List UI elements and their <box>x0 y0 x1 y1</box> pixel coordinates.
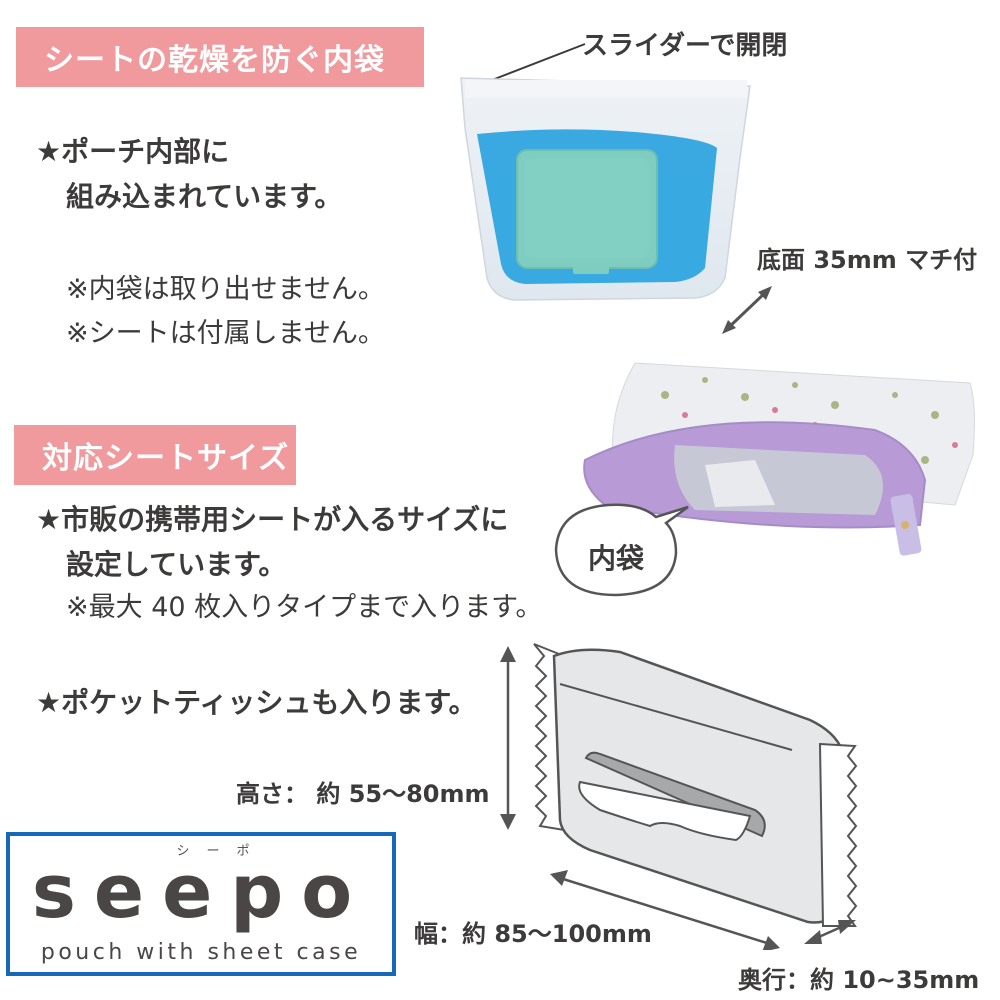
feature-point-tissue: ★ポケットティッシュも入ります。 <box>36 686 477 719</box>
logo-tagline: pouch with sheet case <box>40 940 362 965</box>
seepo-logo: シ ー ポ seepo pouch with sheet case <box>6 832 396 976</box>
banner-title: 対応シートサイズ <box>42 441 290 476</box>
pouch-image <box>583 362 975 556</box>
section-banner-sheet-size: 対応シートサイズ <box>14 425 296 485</box>
logo-name: seepo <box>31 849 371 935</box>
inner-bag-callout: 内袋 <box>588 542 645 575</box>
feature-point-1: ★ポーチ内部に <box>36 135 230 168</box>
feature-point-1-cont: 組み込まれています。 <box>66 180 343 213</box>
height-dimension: 高さ： 約 55〜80mm <box>236 780 490 808</box>
section-banner-inner-bag: シートの乾燥を防ぐ内袋 <box>16 27 424 87</box>
inner-bag-image <box>460 77 751 301</box>
gusset-label: 底面 35mm マチ付 <box>757 246 978 274</box>
note-sheet: ※シートは付属しません。 <box>66 318 385 349</box>
depth-dimension: 奥行：約 10~35mm <box>738 966 980 994</box>
width-dimension: 幅：約 85〜100mm <box>414 920 652 948</box>
banner-title: シートの乾燥を防ぐ内袋 <box>44 43 385 78</box>
note-max-sheets: ※最大 40 枚入りタイプまで入ります。 <box>66 592 543 623</box>
speech-bubble <box>554 503 689 597</box>
feature-point-2-cont: 設定しています。 <box>66 548 287 581</box>
slider-label: スライダーで開閉 <box>582 31 788 61</box>
feature-point-2: ★市販の携帯用シートが入るサイズに <box>36 503 509 536</box>
leader-line <box>491 43 586 81</box>
note-inner-bag: ※内袋は取り出せません。 <box>66 274 385 305</box>
tissue-pack-diagram <box>500 643 858 950</box>
gusset-arrow-icon <box>722 286 772 334</box>
logo-ruby: シ ー ポ <box>176 844 252 859</box>
